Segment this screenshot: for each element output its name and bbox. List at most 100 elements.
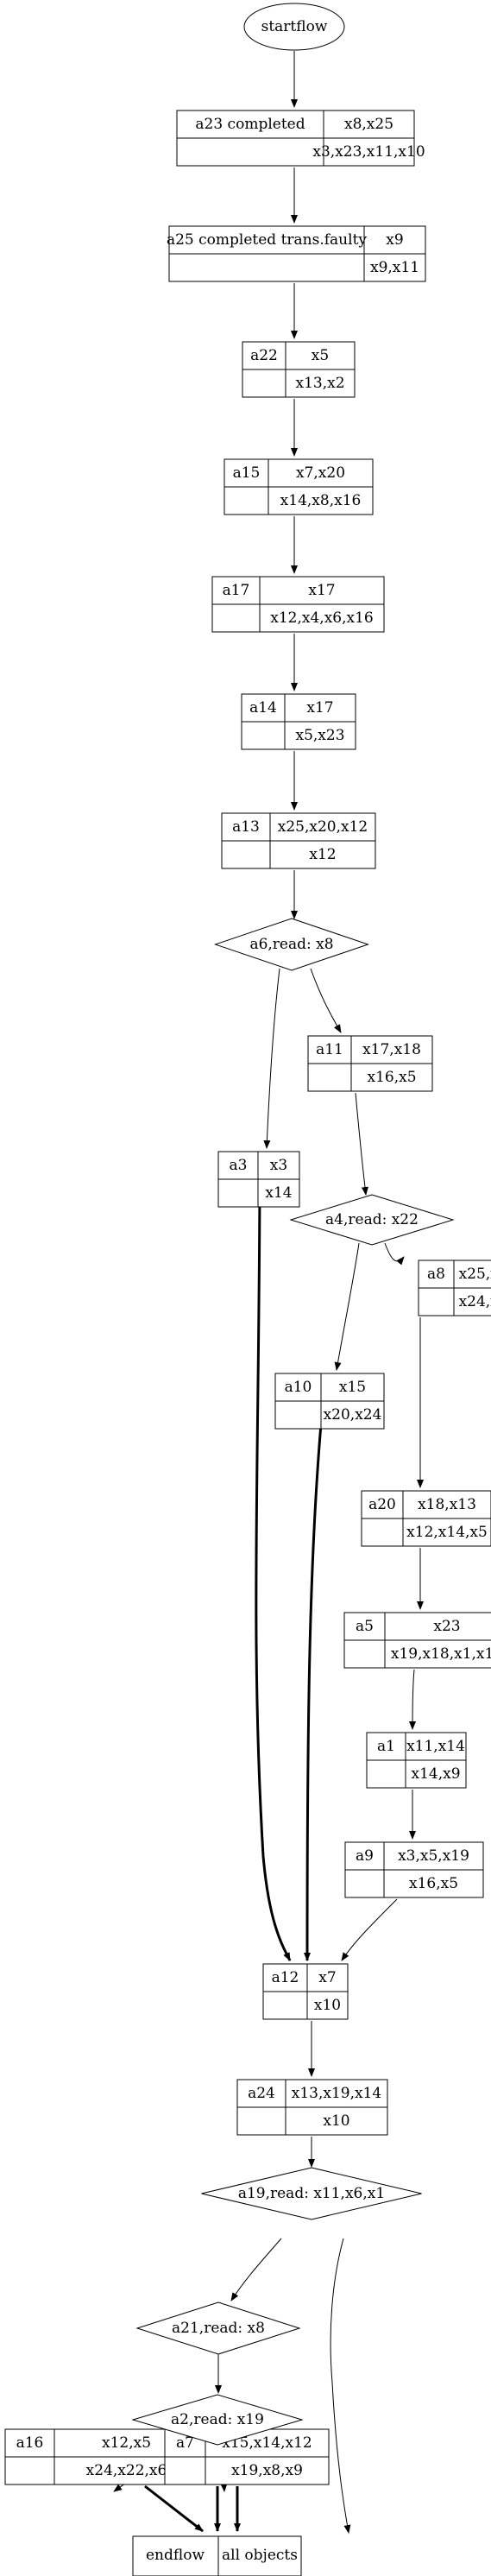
record-bottom-value: x16,x5: [367, 1069, 416, 1086]
record-a11: a11 x17,x18 x16,x5: [307, 1035, 433, 1092]
record-top-value: x11,x14: [406, 1738, 465, 1755]
record-bottom-value: x3,x23,x11,x10: [312, 143, 425, 161]
record-top-value: x17: [308, 582, 335, 599]
record-name: a8: [427, 1266, 445, 1283]
record-name: a15: [233, 464, 261, 482]
record-name: a5: [356, 1618, 374, 1635]
record-name: a24: [248, 2085, 275, 2102]
record-a8: a8 x25,x23 x24,x16: [418, 1260, 491, 1316]
record-name: a7: [176, 2434, 194, 2452]
edge-arrow: [355, 1092, 368, 1196]
record-top-value: x17: [306, 699, 333, 717]
record-top-value: x17,x18: [362, 1041, 421, 1058]
decision-diamond: [201, 2167, 422, 2220]
start-node: startflow: [243, 3, 345, 51]
decision-a21: a21,read: x8: [135, 2301, 301, 2355]
edge-arrow: [263, 968, 280, 1149]
record-name: a23 completed: [195, 116, 305, 133]
record-bottom-value: x13,x2: [295, 375, 344, 392]
end-right-label: all objects: [222, 2547, 298, 2564]
record-a25: a25 completed trans.faulty x9 x9,x11: [167, 225, 426, 282]
start-ellipse: [243, 3, 345, 51]
edge-arrow: [384, 1242, 405, 1266]
edge-arrow: [409, 1669, 417, 1730]
record-top-value: x5: [312, 347, 329, 364]
edge-arrow: [310, 968, 342, 1033]
record-name: a1: [377, 1738, 395, 1755]
record-a22: a22 x5 x13,x2: [242, 341, 356, 398]
record-name: a13: [232, 818, 260, 836]
record-a24: a24 x13,x19,x14 x10: [236, 2079, 388, 2136]
record-top-value: x23: [433, 1618, 460, 1635]
record-name: a12: [272, 1969, 299, 1986]
decision-label: a19,read: x11,x6,x1: [238, 2185, 385, 2202]
record-a12: a12 x7 x10: [262, 1963, 349, 2020]
decision-a4: a4,read: x22: [289, 1194, 455, 1246]
record-name: a16: [16, 2434, 44, 2452]
record-name: a20: [368, 1496, 396, 1513]
record-name: a17: [223, 582, 250, 599]
record-a20: a20 x18,x13 x12,x14,x5: [361, 1490, 491, 1547]
record-bottom-value: x5,x23: [295, 727, 344, 744]
record-top-value: x12,x5: [102, 2434, 151, 2452]
record-top-value: x7: [318, 1969, 336, 1986]
record-top-value: x15,x14,x12: [222, 2434, 312, 2452]
decision-label: a6,read: x8: [249, 936, 333, 953]
record-top-value: x25,x20,x12: [278, 818, 368, 836]
record-a9: a9 x3,x5,x19 x16,x5: [344, 1841, 484, 1898]
record-bottom-value: x9,x11: [370, 259, 419, 276]
decision-label: a21,read: x8: [172, 2320, 265, 2337]
edge-arrow: [304, 1404, 324, 1961]
record-top-value: x3: [270, 1157, 287, 1174]
record-a13: a13 x25,x20,x12 x12: [221, 812, 376, 869]
record-top-value: x25,x23: [459, 1266, 491, 1283]
record-bottom-value: x16,x5: [409, 1875, 458, 1892]
end-left-label: endflow: [146, 2547, 205, 2564]
edge-arrow: [230, 2238, 282, 2301]
record-bottom-value: x10: [323, 2112, 349, 2130]
decision-label: a4,read: x22: [325, 1211, 419, 1228]
record-name: a25 completed trans.faulty: [167, 231, 367, 249]
record-top-value: x13,x19,x14: [292, 2085, 381, 2102]
decision-diamond: [289, 1194, 455, 1246]
record-top-value: x18,x13: [418, 1496, 476, 1513]
start-label: startflow: [261, 18, 328, 35]
edge-arrow: [255, 1182, 292, 1961]
decision-label: a2,read: x19: [171, 2411, 264, 2428]
record-top-value: x3,x5,x19: [398, 1847, 469, 1865]
record-bottom-value: x10: [314, 1997, 341, 2014]
record-name: a14: [249, 699, 277, 717]
record-a14: a14 x17 x5,x23: [241, 693, 356, 750]
record-name: a9: [356, 1847, 374, 1865]
edge-arrow: [334, 1242, 360, 1371]
record-name: a3: [230, 1157, 248, 1174]
record-bottom-value: x12,x14,x5: [406, 1524, 488, 1541]
record-bottom-value: x12: [309, 846, 336, 863]
record-name: a22: [250, 347, 278, 364]
decision-a19: a19,read: x11,x6,x1: [201, 2167, 422, 2220]
end-node: endflow all objects: [132, 2535, 302, 2576]
record-bottom-value: x14,x9: [411, 1765, 460, 1783]
decision-diamond: [213, 918, 370, 971]
record-a5: a5 x23 x19,x18,x1,x17: [343, 1612, 491, 1669]
edge-arrow: [144, 2484, 204, 2533]
decision-diamond: [131, 2394, 304, 2446]
record-top-value: x7,x20: [296, 464, 345, 482]
record-top-value: x9: [386, 231, 403, 249]
record-bottom-value: x24,x16: [459, 1293, 491, 1310]
record-bottom-value: x24,x22,x6: [86, 2462, 167, 2479]
decision-a6: a6,read: x8: [213, 918, 370, 971]
edge-arrow: [341, 1898, 398, 1961]
decision-diamond: [135, 2301, 301, 2355]
record-name: a11: [316, 1041, 343, 1058]
record-top-value: x15: [339, 1379, 366, 1396]
record-bottom-value: x12,x4,x6,x16: [270, 609, 373, 627]
edge-arrow: [330, 2238, 351, 2534]
edges: [113, 51, 425, 2534]
record-bottom-value: x19,x18,x1,x17: [391, 1645, 491, 1663]
